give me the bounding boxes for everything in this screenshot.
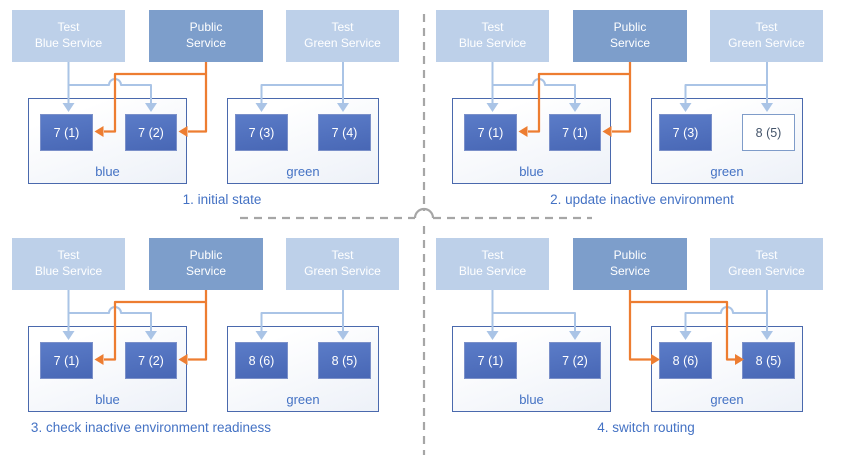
green-environment-box: 7 (3) 8 (5) green: [651, 98, 803, 184]
public-wire-trunk: [188, 62, 208, 133]
service-label-line: Service: [185, 264, 226, 278]
pod: 7 (2): [549, 342, 601, 379]
service-label-line: Green Service: [304, 264, 381, 278]
blue-environment-box: 7 (1) 7 (1) blue: [452, 98, 611, 184]
environment-label: green: [710, 164, 744, 179]
blue-environment-box: 7 (1) 7 (2) blue: [452, 326, 611, 412]
service-label-line: Test: [481, 20, 504, 35]
blue-environment-box: 7 (1) 7 (2) blue: [28, 98, 187, 184]
service-label-line: Test: [755, 20, 778, 35]
environment-label: green: [710, 392, 744, 407]
quadrant-switch-routing: Test Blue Service Public Service Test Gr…: [424, 228, 848, 456]
pod: 7 (1): [40, 114, 93, 151]
service-label-line: Service: [609, 264, 650, 278]
pod: 8 (5): [318, 342, 371, 379]
pod: 7 (1): [549, 114, 601, 151]
pod: 7 (2): [125, 342, 177, 379]
public-wire-trunk: [612, 62, 632, 133]
pod: 8 (5): [742, 342, 795, 379]
pod: 7 (3): [235, 114, 288, 151]
environment-label: green: [286, 392, 320, 407]
step-caption: 3. check inactive environment readiness: [30, 420, 272, 435]
pod: 8 (6): [659, 342, 712, 379]
test-blue-service-box: Test Blue Service: [12, 238, 125, 290]
pod: 7 (4): [318, 114, 371, 151]
public-wire-trunk: [188, 290, 208, 361]
service-label-line: Test: [481, 248, 504, 263]
service-label-line: Blue Service: [458, 36, 527, 50]
step-caption: 4. switch routing: [597, 420, 695, 435]
test-green-service-box: Test Green Service: [286, 238, 399, 290]
pod: 7 (2): [125, 114, 177, 151]
step-caption: 1. initial state: [182, 192, 262, 207]
service-label-line: Test: [331, 248, 354, 263]
green-environment-box: 7 (3) 7 (4) green: [227, 98, 379, 184]
quadrant-update-inactive: Test Blue Service Public Service Test Gr…: [424, 0, 848, 228]
service-label-line: Public: [189, 248, 223, 263]
service-label-line: Test: [57, 248, 80, 263]
service-label-line: Blue Service: [458, 264, 527, 278]
test-blue-service-box: Test Blue Service: [12, 10, 125, 62]
test-blue-service-box: Test Blue Service: [436, 10, 549, 62]
service-label-line: Public: [613, 248, 647, 263]
pod: 7 (1): [464, 114, 517, 151]
green-environment-box: 8 (6) 8 (5) green: [227, 326, 379, 412]
pod: 8 (6): [235, 342, 288, 379]
environment-label: blue: [519, 392, 544, 407]
test-green-service-box: Test Green Service: [710, 238, 823, 290]
service-label-line: Green Service: [728, 264, 805, 278]
pod: 8 (5): [742, 114, 795, 151]
environment-label: green: [286, 164, 320, 179]
public-service-box: Public Service: [149, 10, 263, 62]
service-label-line: Test: [57, 20, 80, 35]
service-label-line: Public: [189, 20, 223, 35]
service-label-line: Test: [755, 248, 778, 263]
test-blue-service-box: Test Blue Service: [436, 238, 549, 290]
quadrant-check-readiness: Test Blue Service Public Service Test Gr…: [0, 228, 424, 456]
public-wire-trunk: [628, 290, 651, 361]
public-service-box: Public Service: [573, 238, 687, 290]
service-label-line: Green Service: [728, 36, 805, 50]
pod: 7 (1): [40, 342, 93, 379]
environment-label: blue: [95, 164, 120, 179]
service-label-line: Test: [331, 20, 354, 35]
quadrant-initial-state: Test Blue Service Public Service Test Gr…: [0, 0, 424, 228]
public-service-box: Public Service: [573, 10, 687, 62]
service-label-line: Service: [185, 36, 226, 50]
pod: 7 (3): [659, 114, 712, 151]
step-caption: 2. update inactive environment: [550, 192, 734, 207]
service-label-line: Service: [609, 36, 650, 50]
test-green-service-box: Test Green Service: [286, 10, 399, 62]
test-green-service-box: Test Green Service: [710, 10, 823, 62]
green-environment-box: 8 (6) 8 (5) green: [651, 326, 803, 412]
service-label-line: Blue Service: [34, 36, 103, 50]
pod: 7 (1): [464, 342, 517, 379]
public-service-box: Public Service: [149, 238, 263, 290]
service-label-line: Green Service: [304, 36, 381, 50]
service-label-line: Blue Service: [34, 264, 103, 278]
service-label-line: Public: [613, 20, 647, 35]
blue-environment-box: 7 (1) 7 (2) blue: [28, 326, 187, 412]
environment-label: blue: [95, 392, 120, 407]
environment-label: blue: [519, 164, 544, 179]
